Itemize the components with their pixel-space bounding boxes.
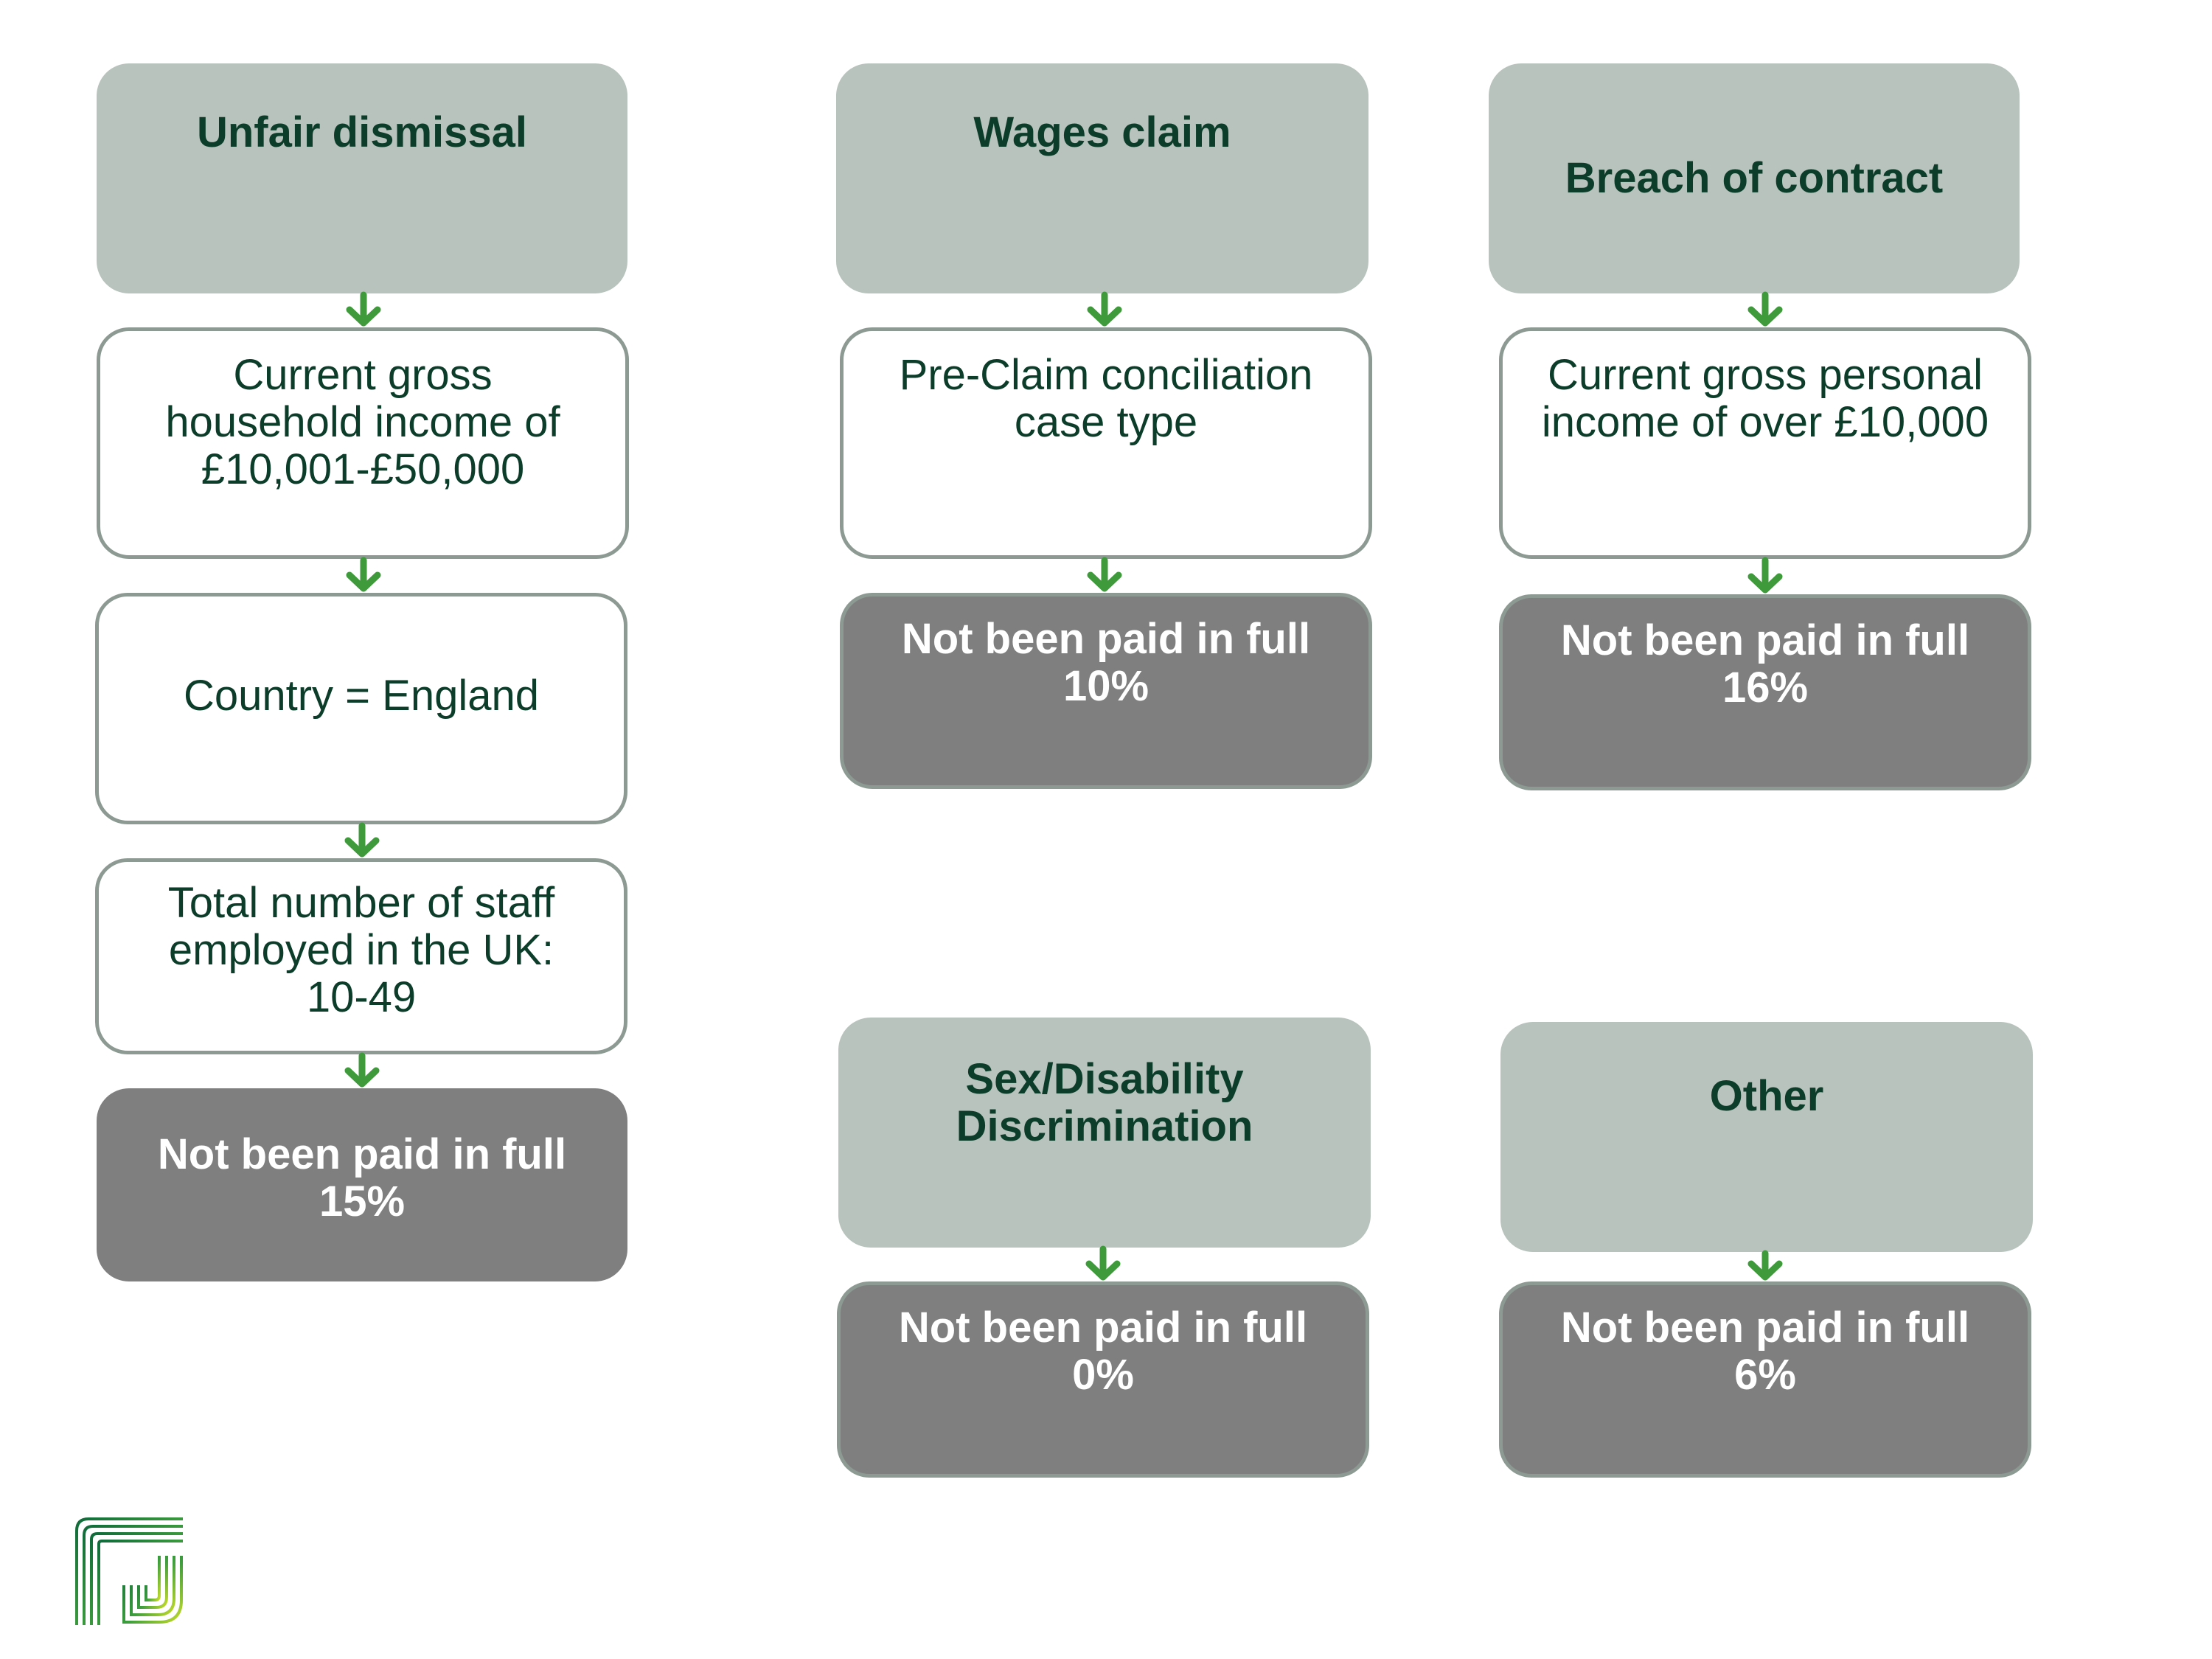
condition-personal-income: Current gross personal income of over £1…: [1499, 327, 2031, 559]
arrow-down-icon: [1085, 1245, 1121, 1281]
header-label: Other: [1709, 1072, 1824, 1120]
arrow-down-icon: [1747, 291, 1783, 327]
condition-text: Total number of staff employed in the UK…: [167, 879, 555, 1021]
result-value: 15%: [319, 1178, 406, 1225]
condition-text: Current gross personal income of over £1…: [1541, 351, 1989, 446]
arrow-down-icon: [1747, 1250, 1783, 1281]
condition-staff-count: Total number of staff employed in the UK…: [95, 858, 627, 1054]
header-breach-of-contract: Breach of contract: [1489, 63, 2020, 293]
header-label: Wages claim: [973, 108, 1231, 156]
header-wages-claim: Wages claim: [836, 63, 1368, 293]
arrow-down-icon: [1087, 557, 1122, 592]
result-value: 0%: [1072, 1351, 1134, 1399]
condition-text: Current gross household income of £10,00…: [165, 351, 560, 493]
arrow-down-icon: [346, 291, 381, 327]
result-value: 10%: [1062, 662, 1150, 710]
header-other: Other: [1500, 1022, 2033, 1252]
condition-case-type: Pre-Claim conciliation case type: [840, 327, 1372, 559]
condition-text: Pre-Claim conciliation case type: [899, 351, 1313, 446]
result-label: Not been paid in full: [1560, 616, 1970, 664]
header-label: Unfair dismissal: [196, 108, 528, 156]
result-label: Not been paid in full: [157, 1130, 567, 1178]
result-value: 16%: [1722, 664, 1809, 712]
header-unfair-dismissal: Unfair dismissal: [97, 63, 627, 293]
result-other: Not been paid in full 6%: [1499, 1281, 2031, 1478]
result-sex-disability-discrimination: Not been paid in full 0%: [837, 1281, 1369, 1478]
header-label: Sex/Disability Discrimination: [956, 1055, 1253, 1150]
result-value: 6%: [1734, 1351, 1796, 1399]
arrow-down-icon: [346, 557, 381, 592]
result-wages-claim: Not been paid in full 10%: [840, 593, 1372, 789]
header-sex-disability-discrimination: Sex/Disability Discrimination: [838, 1018, 1371, 1248]
arrow-down-icon: [1747, 557, 1783, 594]
result-label: Not been paid in full: [1560, 1304, 1970, 1352]
result-label: Not been paid in full: [901, 615, 1311, 663]
result-label: Not been paid in full: [898, 1304, 1308, 1352]
result-breach-of-contract: Not been paid in full 16%: [1499, 594, 2031, 790]
arrow-down-icon: [1087, 291, 1122, 327]
result-unfair-dismissal: Not been paid in full 15%: [97, 1088, 627, 1281]
fj-logo-icon: [75, 1517, 183, 1625]
condition-text: Country = England: [183, 672, 540, 720]
condition-household-income: Current gross household income of £10,00…: [97, 327, 629, 559]
arrow-down-icon: [344, 822, 380, 858]
header-label: Breach of contract: [1565, 154, 1944, 202]
arrow-down-icon: [344, 1052, 380, 1088]
condition-country: Country = England: [95, 593, 627, 824]
